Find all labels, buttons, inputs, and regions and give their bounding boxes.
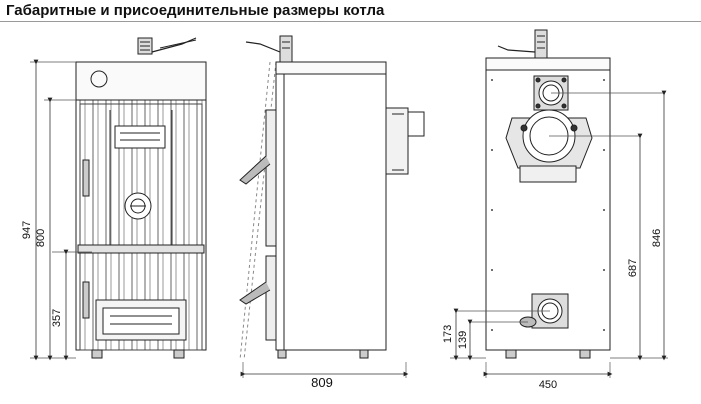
rear-dim-139: 139 bbox=[457, 331, 469, 349]
side-rear-box bbox=[385, 107, 409, 175]
front-dim-height-body: 800 bbox=[35, 229, 47, 247]
front-dim-height-total: 947 bbox=[21, 221, 33, 239]
front-top-cover bbox=[75, 61, 207, 101]
rear-dim-173: 173 bbox=[442, 325, 454, 343]
front-view bbox=[30, 37, 207, 361]
rear-dim-846: 846 bbox=[651, 229, 663, 247]
rear-view bbox=[450, 29, 668, 378]
side-dim-depth: 809 bbox=[311, 375, 333, 390]
front-dim-height-lower: 357 bbox=[51, 309, 63, 327]
side-lower-handle bbox=[239, 281, 271, 305]
front-upper-vent bbox=[114, 125, 166, 149]
side-body bbox=[275, 73, 387, 351]
side-upper-handle bbox=[239, 155, 271, 185]
title-divider bbox=[0, 21, 701, 22]
side-flue bbox=[245, 35, 293, 63]
front-flue bbox=[137, 37, 197, 55]
drawing-title: Габаритные и присоединительные размеры к… bbox=[6, 2, 385, 19]
side-view bbox=[239, 35, 425, 378]
rear-flue bbox=[497, 29, 548, 59]
rear-dim-687: 687 bbox=[627, 259, 639, 277]
front-thermometer bbox=[90, 70, 108, 88]
rear-dim-width: 450 bbox=[539, 379, 557, 391]
rear-flue-connection bbox=[505, 109, 593, 183]
